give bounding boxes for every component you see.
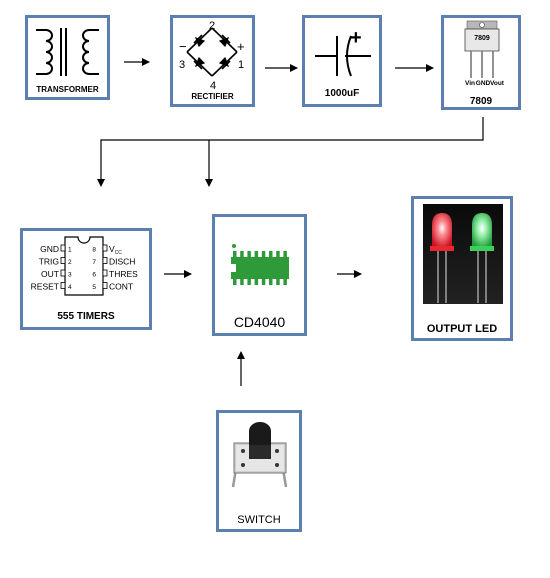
timer-pin-stub <box>60 244 66 252</box>
timer-pin-label: DISCH <box>109 257 135 267</box>
red-led-icon <box>430 213 454 303</box>
chip-pin-bottom <box>283 279 287 285</box>
chip-pin-top <box>233 251 237 257</box>
timer-pin-stub <box>102 244 108 252</box>
regulator-block: 7809 Vin GND Vout 7809 <box>441 15 521 110</box>
timer-pin-label: RESET <box>31 282 59 292</box>
chip-pin-bottom <box>261 279 266 285</box>
regulator-chip-text: 7809 <box>474 35 490 42</box>
transformer-block: TRANSFORMER <box>25 15 110 100</box>
rectifier-pin-left: 3 <box>179 59 185 71</box>
arrow-regulator-to-timer <box>97 117 484 187</box>
timer-pin-stub <box>60 282 66 289</box>
timer-pin-label: OUT <box>41 269 59 279</box>
timer-pin-number: 5 <box>92 284 96 291</box>
chip-pin-top <box>283 251 287 257</box>
timer-pin-stub <box>102 282 108 289</box>
timer-pin-stub <box>60 257 66 264</box>
chip-pin-bottom <box>240 279 244 285</box>
timer-pin-label: THRES <box>109 269 138 279</box>
capacitor-label: 1000uF <box>324 88 360 99</box>
capacitor-plus: + <box>350 27 362 49</box>
timer-label: 555 TIMERS <box>57 311 115 322</box>
timer-pin-number: 4 <box>68 284 72 291</box>
switch-label: SWITCH <box>237 514 281 526</box>
counter-block: CD4040 <box>212 214 307 336</box>
led-label: OUTPUT LED <box>426 323 498 335</box>
timer-pin-stub <box>60 269 66 277</box>
green-led-icon <box>470 213 494 303</box>
led-block: OUTPUT LED <box>411 196 513 341</box>
chip-pin-bottom <box>254 279 259 285</box>
rectifier-minus: − <box>179 39 187 54</box>
counter-label: CD4040 <box>233 314 286 330</box>
chip-pin-bottom <box>247 279 251 285</box>
timer-pin-stub <box>102 269 108 277</box>
transformer-icon <box>36 28 99 76</box>
regulator-pin-vin: Vin <box>465 80 475 87</box>
timer-pin-number: 8 <box>92 247 96 254</box>
chip-pin-top <box>240 251 244 257</box>
led-pair-icon <box>423 204 503 304</box>
chip-pin-bottom <box>233 279 237 285</box>
transformer-label: TRANSFORMER <box>36 85 99 94</box>
rectifier-label: RECTIFIER <box>191 92 234 101</box>
chip-pin-top <box>247 251 251 257</box>
regulator-pin-gnd: GND <box>476 80 491 87</box>
chip-pin-bottom <box>276 279 280 285</box>
timer-pin-stub <box>102 257 108 264</box>
switch-block: SWITCH <box>216 410 302 532</box>
chip-pin-top <box>276 251 280 257</box>
capacitor-icon: + <box>315 27 371 77</box>
rectifier-pin-top: 2 <box>209 20 215 32</box>
rectifier-pin-right: 1 <box>238 59 244 71</box>
rectifier-plus: + <box>237 39 245 54</box>
timer-pin-number: 1 <box>68 247 72 254</box>
regulator-pin-vout: Vout <box>490 80 505 87</box>
timer-pin-number: 3 <box>68 272 72 279</box>
bridge-rectifier-icon: 2 4 3 1 − + <box>179 20 245 92</box>
voltage-regulator-icon: 7809 Vin GND Vout <box>464 20 505 87</box>
timer-pin-label: TRIG <box>39 257 59 267</box>
push-button-icon <box>231 422 288 488</box>
chip-pin-top <box>254 251 259 257</box>
chip-pin-top <box>261 251 266 257</box>
timer-pin-number: 7 <box>92 259 96 266</box>
rectifier-pin-bottom: 4 <box>210 80 216 92</box>
chip-pin-top <box>269 251 273 257</box>
timer-pin-number: 6 <box>92 272 96 279</box>
timer-pin-label: CONT <box>109 282 133 292</box>
timer-pin-number: 2 <box>68 259 72 266</box>
timer-pin-label: GND <box>40 244 59 254</box>
capacitor-block: + 1000uF <box>302 15 382 107</box>
chip-pin-bottom <box>269 279 273 285</box>
cd4040-chip-icon <box>231 244 289 285</box>
regulator-label: 7809 <box>469 96 493 107</box>
rectifier-block: 2 4 3 1 − + RECTIFIER <box>170 15 255 107</box>
